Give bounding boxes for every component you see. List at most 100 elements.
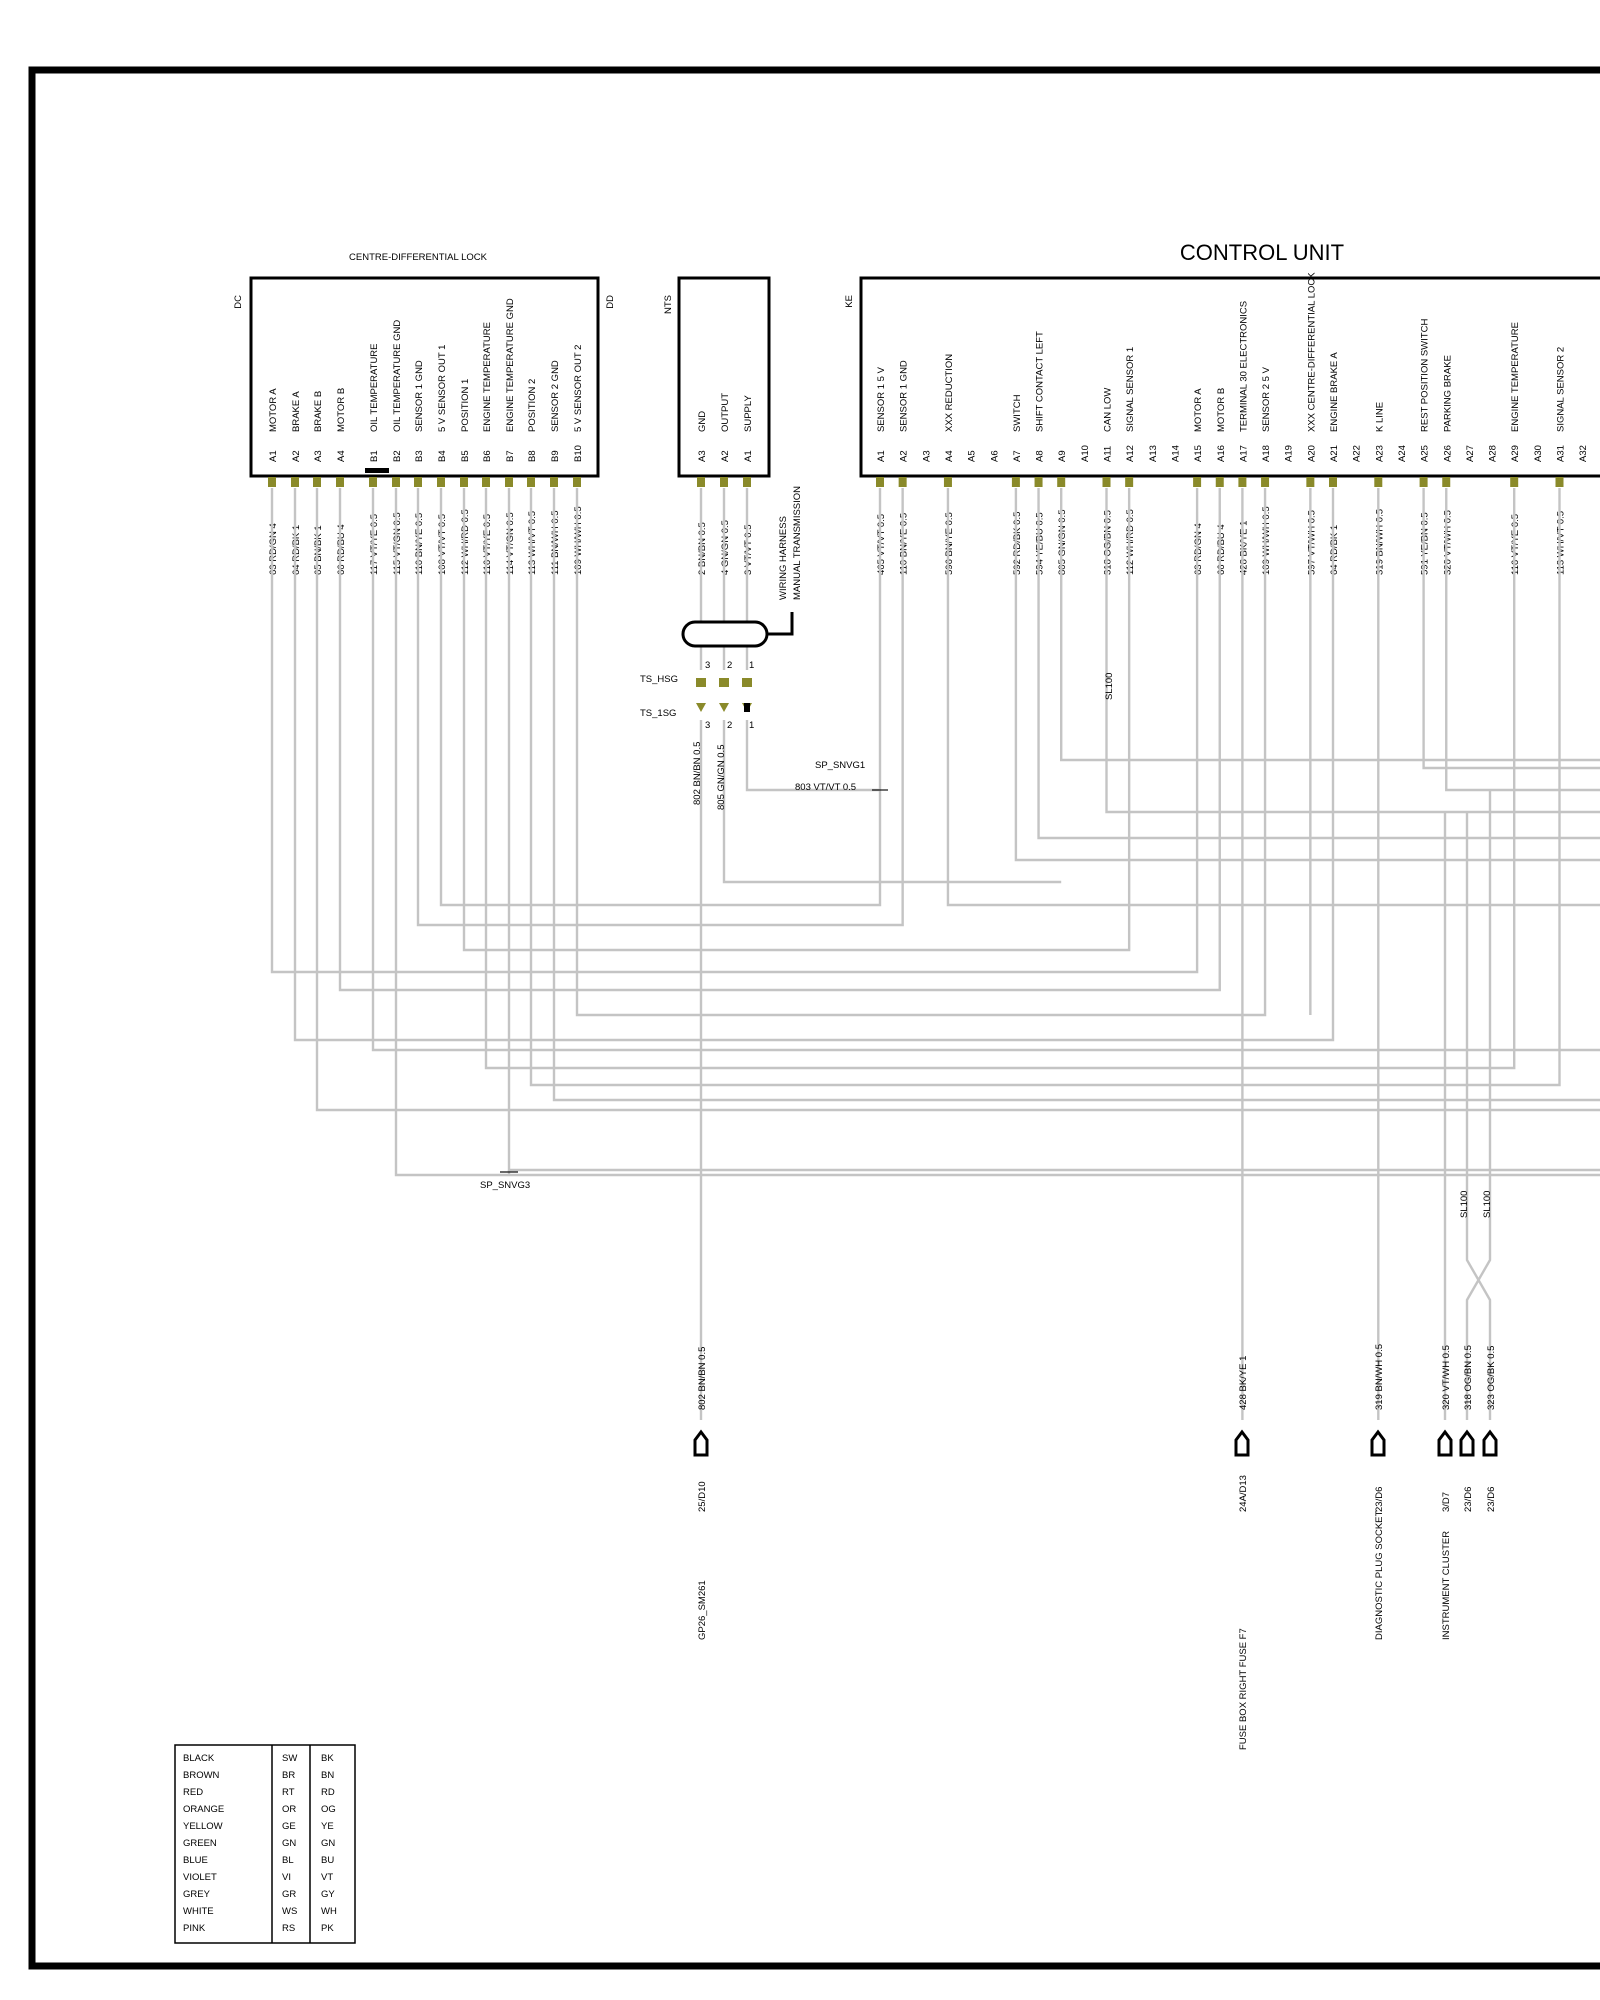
cu-pin-id: A25: [1420, 445, 1431, 462]
cu-pin-terminal: [1555, 477, 1564, 487]
legend-english-code: WH: [321, 1906, 337, 1917]
dc-pin-terminal: [414, 477, 422, 487]
hsg-pin-2: 2: [727, 660, 732, 671]
legend-german-code: VI: [282, 1872, 291, 1883]
control-unit-connector: [859, 276, 1600, 478]
dc-route-wire: [394, 512, 1600, 1177]
dc-pin-label: SENSOR 1 GND: [414, 360, 425, 432]
bottom-ref-label: 24A/D13: [1238, 1475, 1249, 1512]
cu-pin-label: SWITCH: [1012, 394, 1023, 432]
cu-wire-label: 63 RD/GN 4: [1193, 523, 1204, 575]
cu-pin-id: A6: [989, 450, 1000, 462]
cu-pin-terminal: [1034, 477, 1043, 487]
bottom-ref-label: 23/D6: [1374, 1487, 1385, 1512]
dc-pin-id: B6: [482, 450, 493, 462]
cu-pin-terminal: [943, 477, 952, 487]
legend-english-code: RD: [321, 1787, 335, 1798]
ts-hsg-terminal: [742, 678, 752, 687]
cu-pin-label: CAN LOW: [1103, 388, 1114, 432]
sl100-label-b: SL100: [1459, 1191, 1470, 1218]
dc-pin-label: 5 V SENSOR OUT 2: [573, 345, 584, 432]
dc-pin-label: SENSOR 2 GND: [550, 360, 561, 432]
cu-pin-label: SENSOR 1 5 V: [876, 366, 887, 432]
cu-a25-wire: [1422, 512, 1600, 770]
cu-wire-label: 112 WH/RD 0.5: [1125, 509, 1136, 575]
dc-route-wire: [484, 512, 1516, 1070]
dc-route-wire: [371, 512, 1600, 1052]
bottom-connector-symbol: [1459, 1429, 1475, 1457]
wire-803-label: 803 VT/VT 0.5: [795, 782, 856, 793]
nts-pin-id: A3: [697, 450, 708, 462]
sp-snvg1-label: SP_SNVG1: [815, 760, 865, 771]
cu-pin-label: TERMINAL 30 ELECTRONICS: [1238, 301, 1249, 432]
nts-pin-label: OUTPUT: [720, 393, 731, 432]
cu-pin-label: K LINE: [1374, 402, 1385, 432]
dc-pin-label: OIL TEMPERATURE GND: [392, 320, 403, 432]
legend-german-code: WS: [282, 1906, 297, 1917]
dc-wire-label: 110 BN/YE 0.5: [414, 513, 425, 575]
cu-pin-id: A2: [899, 450, 910, 462]
cu-pin-id: A29: [1510, 445, 1521, 462]
wire-318: [1465, 812, 1492, 1420]
cu-pin-id: A5: [967, 450, 978, 462]
dc-pin-label: ENGINE TEMPERATURE: [482, 322, 493, 432]
dc-pin-label: POSITION 2: [527, 379, 538, 432]
legend-english-code: PK: [321, 1923, 334, 1934]
cu-pin-label: SIGNAL SENSOR 2: [1556, 347, 1567, 432]
cu-pin-id: A7: [1012, 450, 1023, 462]
1sg-pin-2: 2: [727, 720, 732, 731]
ts-1sg-black-terminal: [744, 703, 750, 712]
dc-wire-label: 113 WH/VT 0.5: [527, 511, 538, 575]
legend-english-code: BN: [321, 1770, 334, 1781]
centre-diff-connector: [249, 276, 600, 478]
nts-pin-terminal: [743, 477, 751, 487]
cu-pin-id: A28: [1488, 445, 1499, 462]
dc-wire-label: 117 VT/YE 0.5: [369, 514, 380, 575]
cu-pin-id: A32: [1578, 445, 1589, 462]
cu-a4-wire: [946, 512, 1600, 907]
wire-805-label: 805 GN/GN 0.5: [716, 745, 727, 810]
nts-wire-label: 2 BN/BN 0.5: [697, 522, 708, 575]
cu-pin-terminal: [1329, 477, 1337, 487]
legend-color-name: YELLOW: [183, 1821, 223, 1832]
dc-route-wire: [439, 512, 882, 907]
cu-pin-terminal: [1238, 477, 1247, 487]
dc-route-wire: [293, 512, 1335, 1042]
cu-pin-label: ENGINE BRAKE A: [1329, 352, 1340, 432]
bottom-ref-label: 23/D6: [1486, 1487, 1497, 1512]
cu-wire-label: 109 WH/WH 0.5: [1261, 506, 1272, 575]
ts-1sg-terminal: [696, 703, 706, 712]
bottom-connector-symbol: [693, 1429, 709, 1457]
cu-pin-id: A21: [1329, 445, 1340, 462]
bottom-wire-label: 323 OG/BK 0.5: [1486, 1346, 1497, 1410]
dc-pin-terminal: [392, 477, 400, 487]
bottom-wire-label: 802 BN/BN 0.5: [697, 1347, 708, 1410]
sl100-label-c: SL100: [1482, 1191, 1493, 1218]
cu-wire-label: 318 OG/BN 0.5: [1103, 510, 1114, 575]
cu-a9-wire: [1060, 512, 1600, 762]
cu-pin-terminal: [1419, 477, 1428, 487]
cu-wire-label: 805 GN/GN 0.5: [1057, 510, 1068, 575]
dc-wire-label: 109 WH/WH 0.5: [573, 506, 584, 575]
wire-802-label: 802 BN/BN 0.5: [692, 742, 703, 805]
cu-pin-label: SENSOR 2 5 V: [1261, 366, 1272, 432]
legend-german-code: GE: [282, 1821, 296, 1832]
dc-pin-id: B7: [505, 450, 516, 462]
nts-pin-terminal: [720, 477, 728, 487]
bottom-connector-symbol: [1234, 1429, 1250, 1457]
dc-route-wire: [529, 512, 1561, 1087]
sp-snvg3-label: SP_SNVG3: [480, 1180, 530, 1191]
dc-pin-id: A3: [313, 450, 324, 462]
dc-pin-terminal: [527, 477, 535, 487]
cu-pin-id: A9: [1057, 450, 1068, 462]
nts-pin-id: A1: [743, 450, 754, 462]
legend-german-code: SW: [282, 1753, 297, 1764]
dc-pin-terminal: [291, 477, 299, 487]
cu-wire-label: 66 RD/BU 4: [1216, 524, 1227, 575]
legend-english-code: GN: [321, 1838, 335, 1849]
cu-pin-label: SIGNAL SENSOR 1: [1125, 347, 1136, 432]
bottom-connector-symbol: [1370, 1429, 1386, 1457]
